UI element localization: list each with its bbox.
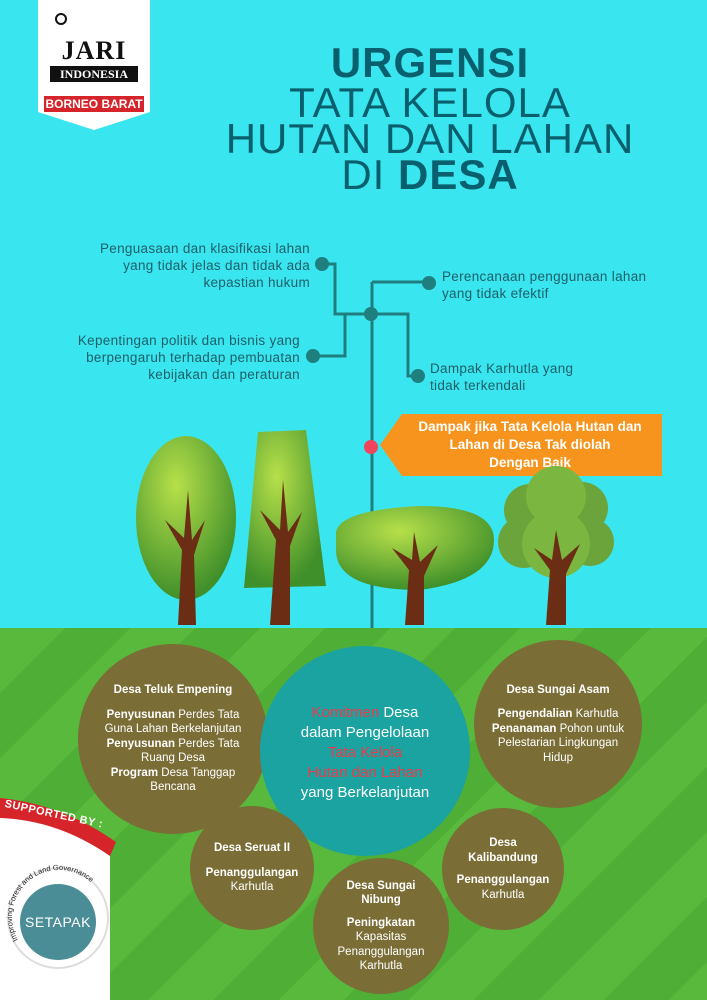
issue-dot (422, 276, 436, 290)
tree-1 (136, 436, 236, 625)
supported-by-panel: Improving Forest and Land Governance (0, 798, 116, 1000)
setapak-logo-text: SETAPAK (24, 914, 91, 930)
trees-illustration (136, 430, 614, 625)
village-teluk-empening: Desa Teluk Empening Penyusunan Perdes Ta… (78, 644, 268, 834)
logo-jari: JARI (61, 36, 127, 65)
issue-dot (315, 257, 329, 271)
issue-dot (411, 369, 425, 383)
tree-4 (498, 466, 614, 625)
village-seruat-ii: Desa Seruat II Penanggulangan Karhutla (190, 806, 314, 930)
junction-dot (364, 307, 378, 321)
tree-2 (244, 430, 326, 625)
callout-dot (364, 440, 378, 454)
commitment-circle (260, 646, 470, 856)
commitment-text: Komitmen Desa dalam Pengelolaan Tata Kel… (300, 704, 430, 801)
tree-3 (336, 506, 494, 625)
callout-box (380, 414, 662, 476)
title-line-1: URGENSI (330, 39, 530, 86)
title-line-2: TATA KELOLA (289, 79, 571, 126)
logo-borneo-barat: BORNEO BARAT (44, 96, 144, 112)
logo-indonesia: INDONESIA (50, 66, 138, 82)
village-sungai-asam: Desa Sungai Asam Pengendalian Karhutla P… (474, 640, 642, 808)
issue-dot (306, 349, 320, 363)
title-line-3: HUTAN DAN LAHAN (225, 115, 635, 162)
title-line-4: DI DESA (341, 151, 519, 198)
